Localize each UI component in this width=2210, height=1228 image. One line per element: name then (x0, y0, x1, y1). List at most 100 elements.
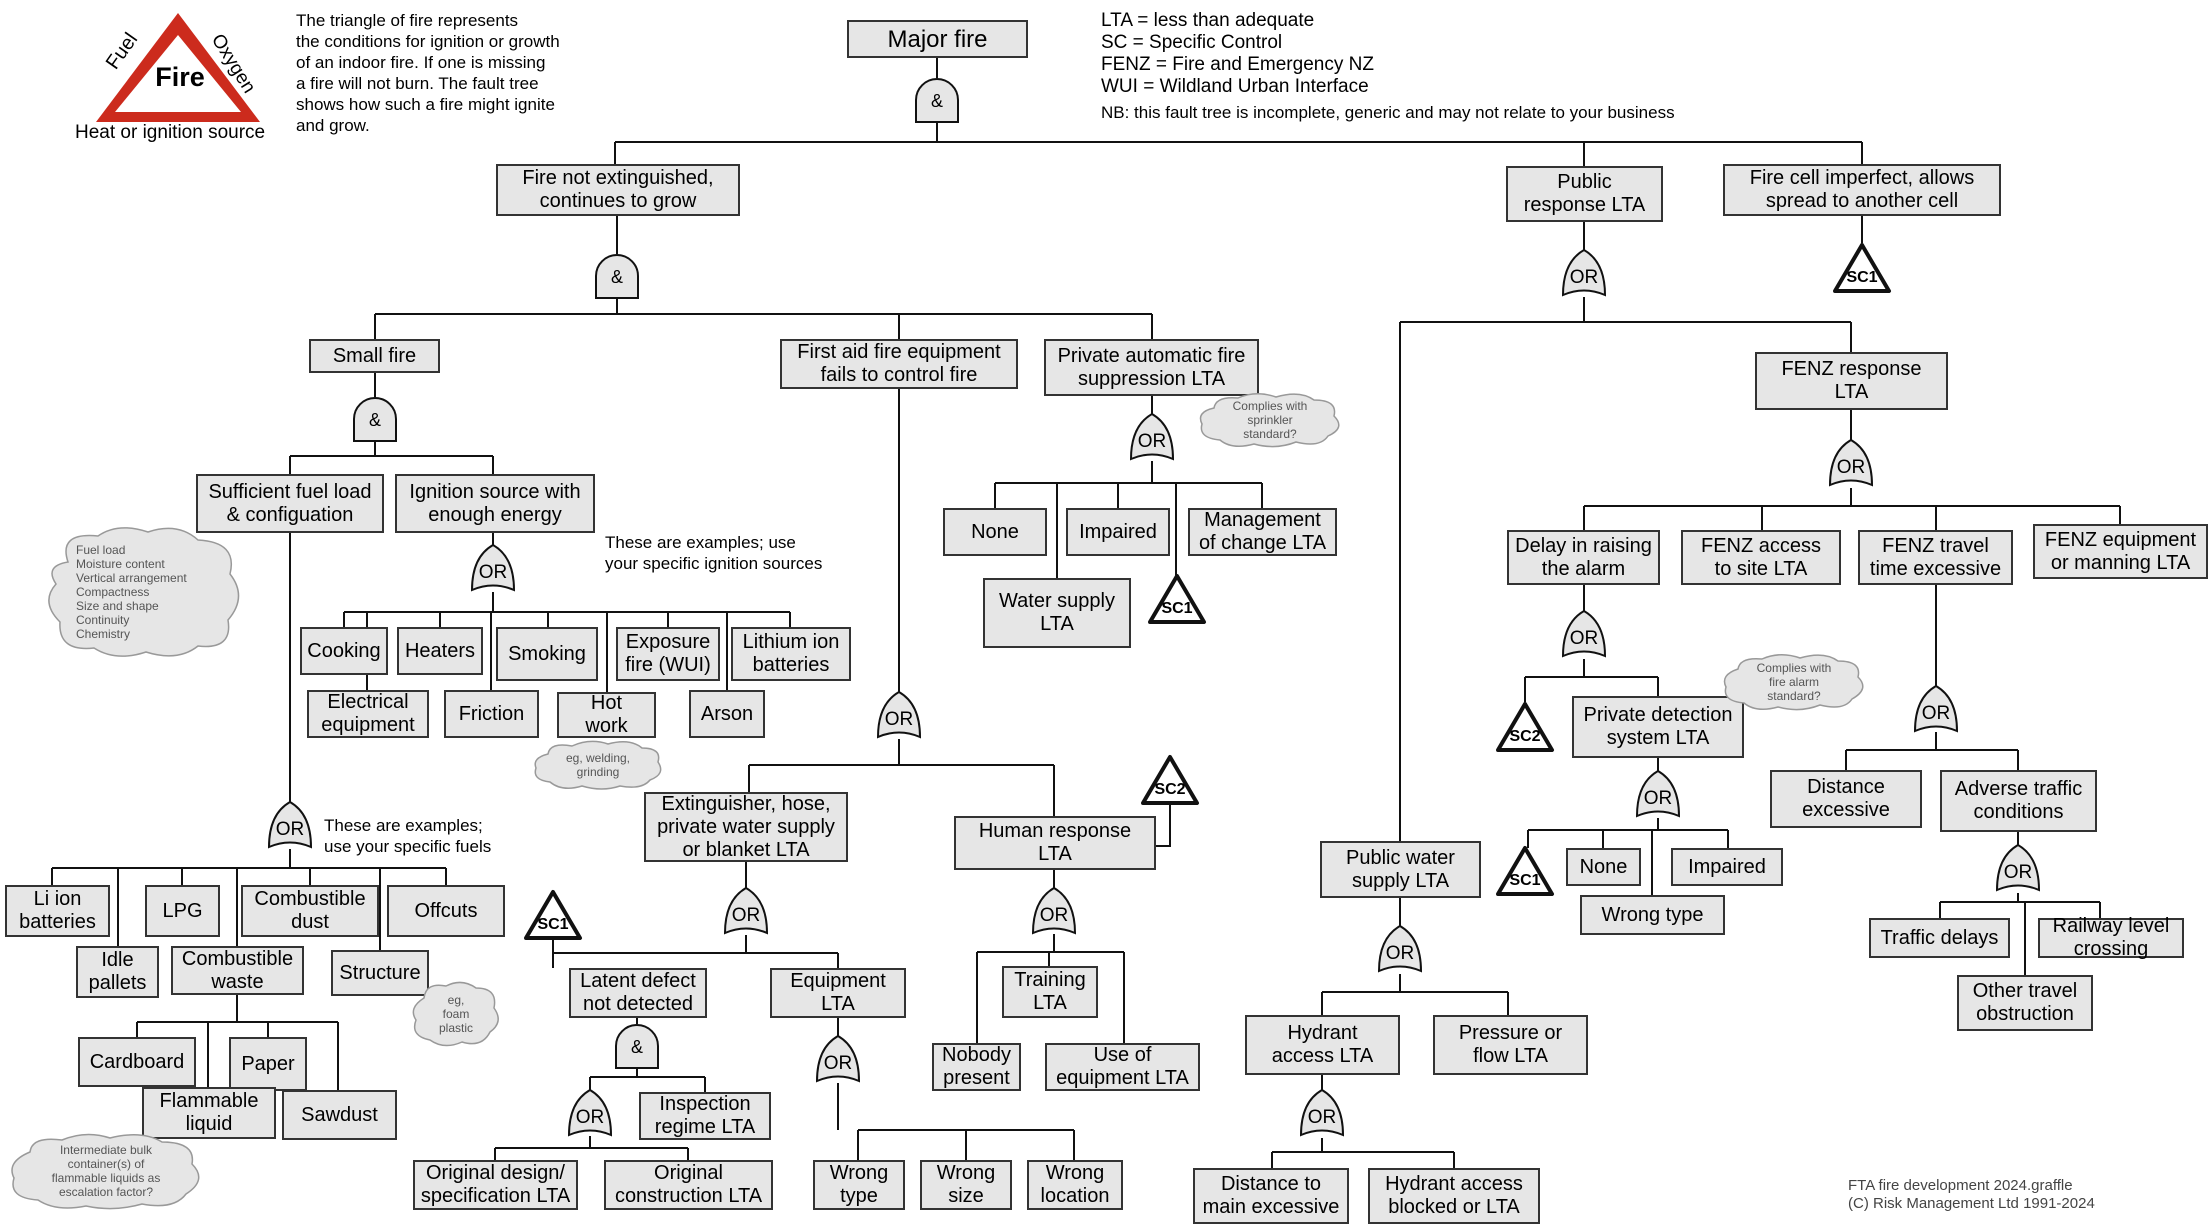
event-fire-not-extinguished[interactable]: Fire not extinguished, continues to grow (496, 164, 740, 216)
event-public-response[interactable]: Public response LTA (1506, 166, 1663, 222)
event-equipment-lta[interactable]: Equipment LTA (770, 968, 906, 1018)
or-gate: OR (876, 690, 922, 739)
event-small-fire[interactable]: Small fire (309, 339, 440, 373)
legend-item: LTA = less than adequate (1101, 10, 1315, 31)
and-gate: & (352, 397, 398, 443)
event-private-detection[interactable]: Private detection system LTA (1572, 696, 1744, 758)
sc1-triangle-icon: SC1 (1833, 243, 1891, 293)
event-fenz-response[interactable]: FENZ response LTA (1755, 352, 1948, 410)
triangle-label: SC1 (1846, 269, 1878, 286)
event-other-obstruction[interactable]: Other travel obstruction (1957, 975, 2093, 1031)
event-adverse-traffic[interactable]: Adverse traffic conditions (1940, 770, 2097, 832)
gate-label: & (368, 410, 381, 430)
event-wrong-type-detection[interactable]: Wrong type (1580, 895, 1725, 935)
event-cardboard[interactable]: Cardboard (78, 1037, 196, 1087)
event-impaired-suppression[interactable]: Impaired (1066, 508, 1170, 556)
or-gate: OR (1031, 886, 1077, 935)
triangle-label: SC2 (1509, 728, 1541, 745)
event-wrong-location[interactable]: Wrong location (1027, 1160, 1123, 1210)
fuel-examples-note: These are examples; use your specific fu… (324, 816, 492, 856)
gate-label: OR (731, 905, 761, 926)
event-distance-to-main[interactable]: Distance to main excessive (1193, 1168, 1349, 1224)
event-nobody-present[interactable]: Nobody present (932, 1043, 1021, 1091)
gate-label: OR (1039, 905, 1069, 926)
event-smoking[interactable]: Smoking (496, 627, 598, 681)
gate-label: OR (1569, 628, 1599, 649)
event-human-response[interactable]: Human response LTA (954, 816, 1156, 870)
triangle-label: SC1 (1509, 872, 1541, 889)
event-none-suppression[interactable]: None (943, 508, 1047, 556)
event-lpg[interactable]: LPG (145, 885, 220, 937)
event-latent-defect[interactable]: Latent defect not detected (569, 968, 707, 1018)
event-use-of-equipment[interactable]: Use of equipment LTA (1045, 1043, 1200, 1091)
event-sufficient-fuel[interactable]: Sufficient fuel load & configuation (196, 474, 384, 533)
fire-alarm-text: Complies with fire alarm standard? (1756, 661, 1832, 703)
event-lithium-batteries[interactable]: Lithium ion batteries (731, 627, 851, 681)
fire-triangle-logo: Fire Fuel Oxygen Heat or ignition source (60, 5, 280, 145)
sprinkler-cloud: Complies with sprinkler standard? (1196, 392, 1344, 448)
or-gate: OR (567, 1088, 613, 1137)
sc1-triangle-icon: SC1 (1148, 574, 1206, 624)
event-wrong-size[interactable]: Wrong size (920, 1160, 1012, 1210)
event-pressure-flow[interactable]: Pressure or flow LTA (1433, 1015, 1588, 1075)
top-event-major-fire[interactable]: Major fire (847, 20, 1028, 58)
event-original-design[interactable]: Original design/ specification LTA (413, 1160, 578, 1210)
event-fenz-equipment[interactable]: FENZ equipment or manning LTA (2033, 524, 2208, 579)
event-fenz-travel[interactable]: FENZ travel time excessive (1858, 530, 2013, 585)
event-sawdust[interactable]: Sawdust (282, 1090, 397, 1140)
triangle-label: SC2 (1154, 781, 1186, 798)
event-private-automatic[interactable]: Private automatic fire suppression LTA (1044, 339, 1259, 396)
or-gate: OR (267, 800, 313, 849)
event-heaters[interactable]: Heaters (397, 627, 483, 675)
event-offcuts[interactable]: Offcuts (387, 885, 505, 937)
event-public-water[interactable]: Public water supply LTA (1320, 841, 1481, 898)
event-exposure-fire[interactable]: Exposure fire (WUI) (616, 627, 720, 681)
gate-label: OR (275, 819, 305, 840)
event-distance-excessive[interactable]: Distance excessive (1770, 770, 1922, 828)
event-wrong-type[interactable]: Wrong type (813, 1160, 905, 1210)
event-fenz-access[interactable]: FENZ access to site LTA (1681, 530, 1841, 585)
event-paper[interactable]: Paper (229, 1037, 307, 1091)
gate-label: OR (2003, 862, 2033, 883)
intro-text: The triangle of fire represents the cond… (296, 11, 560, 135)
event-railway-crossing[interactable]: Railway level crossing (2038, 915, 2184, 960)
event-ignition-source[interactable]: Ignition source with enough energy (395, 474, 595, 533)
event-management-of-change[interactable]: Management of change LTA (1188, 508, 1337, 556)
event-cooking[interactable]: Cooking (300, 627, 388, 675)
event-first-aid-fails[interactable]: First aid fire equipment fails to contro… (780, 339, 1018, 389)
or-gate: OR (1995, 843, 2041, 892)
event-hydrant-access[interactable]: Hydrant access LTA (1245, 1015, 1400, 1075)
event-impaired-detection[interactable]: Impaired (1671, 848, 1783, 886)
event-fire-cell-imperfect[interactable]: Fire cell imperfect, allows spread to an… (1723, 164, 2001, 216)
event-flammable-liquid[interactable]: Flammable liquid (142, 1087, 276, 1139)
fire-triangle-heat: Heat or ignition source (75, 122, 266, 143)
legend-item: WUI = Wildland Urban Interface (1101, 76, 1369, 97)
gate-label: OR (884, 709, 914, 730)
or-gate: OR (1635, 769, 1681, 818)
sc2-triangle-icon: SC2 (1141, 755, 1199, 805)
event-training[interactable]: Training LTA (1002, 966, 1098, 1018)
event-none-detection[interactable]: None (1566, 848, 1641, 886)
and-gate: & (614, 1024, 660, 1070)
event-hot-work[interactable]: Hot work (557, 692, 656, 738)
event-extinguisher[interactable]: Extinguisher, hose, private water supply… (644, 792, 848, 862)
event-traffic-delays[interactable]: Traffic delays (1869, 918, 2010, 958)
event-original-construction[interactable]: Original construction LTA (604, 1160, 773, 1210)
event-structure[interactable]: Structure (331, 950, 429, 996)
event-friction[interactable]: Friction (444, 690, 539, 738)
event-arson[interactable]: Arson (689, 690, 765, 738)
event-combustible-waste[interactable]: Combustible waste (171, 946, 304, 995)
event-hydrant-blocked[interactable]: Hydrant access blocked or LTA (1368, 1168, 1540, 1224)
event-electrical-equipment[interactable]: Electrical equipment (307, 690, 429, 738)
event-li-ion-batteries[interactable]: Li ion batteries (5, 885, 110, 937)
event-combustible-dust[interactable]: Combustible dust (241, 885, 379, 937)
event-water-supply[interactable]: Water supply LTA (983, 578, 1131, 648)
event-inspection-regime[interactable]: Inspection regime LTA (639, 1092, 771, 1140)
event-delay-alarm[interactable]: Delay in raising the alarm (1507, 530, 1660, 585)
or-gate: OR (1299, 1088, 1345, 1137)
foam-plastic-cloud: eg, foam plastic (410, 980, 502, 1048)
or-gate: OR (1561, 609, 1607, 658)
event-idle-pallets[interactable]: Idle pallets (76, 946, 159, 998)
welding-cloud: eg, welding, grinding (532, 740, 664, 790)
